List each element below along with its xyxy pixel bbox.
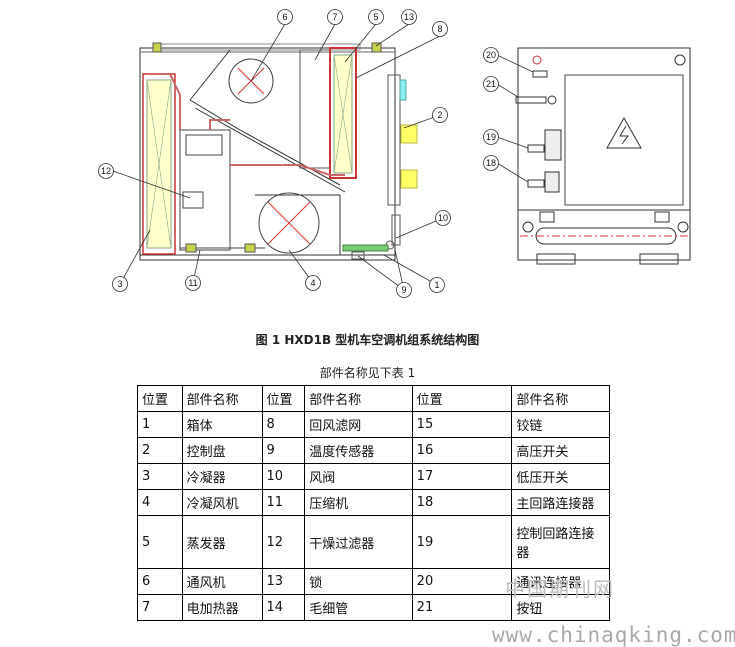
header-name-2: 部件名称 [304, 385, 413, 412]
table-cell: 通风机 [181, 568, 263, 595]
main-unit-side-view [139, 42, 418, 261]
parts-table: 位置 部件名称 位置 部件名称 位置 部件名称 1 箱体 8 回风滤网 15 铰… [137, 385, 610, 621]
callout-19: 19 [486, 132, 496, 142]
callout-4: 4 [310, 278, 315, 288]
table-row: 5 蒸发器 12 干燥过滤器 19 控制回路连接器 [137, 515, 610, 569]
table-cell: 铰链 [511, 411, 610, 438]
watermark-cn: 中国期刊网 [505, 577, 615, 601]
table-cell: 控制盘 [181, 437, 263, 464]
table-cell: 3 [137, 463, 183, 490]
table-cell: 8 [261, 411, 306, 438]
callout-5: 5 [373, 12, 378, 22]
table-cell: 低压开关 [511, 463, 610, 490]
table-cell: 15 [411, 411, 513, 438]
callout-labels-left [98, 9, 451, 298]
table-cell: 风阀 [304, 463, 413, 490]
table-cell: 6 [137, 568, 183, 595]
table-row: 2 控制盘 9 温度传感器 16 高压开关 [137, 437, 610, 464]
header-position-3: 位置 [411, 385, 513, 412]
table-cell: 12 [261, 515, 306, 569]
figure-caption: 图 1 HXD1B 型机车空调机组系统结构图 [255, 333, 480, 347]
table-cell: 电加热器 [181, 594, 263, 621]
table-cell: 通讯连接器 [511, 568, 610, 595]
control-panel [387, 74, 401, 206]
table-cell: 5 [137, 515, 183, 569]
callout-18: 18 [486, 158, 496, 168]
header-position-2: 位置 [261, 385, 306, 412]
callout-6: 6 [282, 12, 287, 22]
header-name-3: 部件名称 [511, 385, 610, 412]
callout-1: 1 [434, 280, 439, 290]
callout-9: 9 [401, 285, 406, 295]
table-cell: 1 [137, 411, 183, 438]
table-cell: 7 [137, 594, 183, 621]
table-cell: 11 [261, 489, 306, 516]
table-cell: 19 [411, 515, 513, 569]
callout-2: 2 [437, 110, 442, 120]
header-position-1: 位置 [137, 385, 183, 412]
table-cell: 冷凝风机 [181, 489, 263, 516]
table-row: 1 箱体 8 回风滤网 15 铰链 [137, 411, 610, 438]
table-cell: 主回路连接器 [511, 489, 610, 516]
ventilation-fan [228, 58, 274, 104]
callout-11: 11 [188, 278, 197, 288]
table-cell: 冷凝器 [181, 463, 263, 490]
table-row: 7 电加热器 14 毛细管 21 按钮 [137, 594, 610, 621]
callout-10: 10 [438, 213, 448, 223]
table-cell: 锁 [304, 568, 413, 595]
table-cell: 压缩机 [304, 489, 413, 516]
compressor [179, 129, 231, 251]
table-cell: 10 [261, 463, 306, 490]
table-cell: 高压开关 [511, 437, 610, 464]
callout-8: 8 [437, 24, 442, 34]
condenser [142, 73, 176, 255]
table-header-row: 位置 部件名称 位置 部件名称 位置 部件名称 [137, 385, 610, 412]
table-cell: 箱体 [181, 411, 263, 438]
callout-13: 13 [404, 12, 414, 22]
control-box-front-view [515, 47, 691, 265]
callout-12: 12 [101, 166, 111, 176]
table-cell: 20 [411, 568, 513, 595]
callout-21: 21 [486, 79, 496, 89]
table-row: 4 冷凝风机 11 压缩机 18 主回路连接器 [137, 489, 610, 516]
table-cell: 9 [261, 437, 306, 464]
table-cell: 干燥过滤器 [304, 515, 413, 569]
table-caption: 部件名称见下表 1 [319, 366, 416, 380]
evaporator [329, 47, 357, 179]
table-cell: 毛细管 [304, 594, 413, 621]
table-cell: 14 [261, 594, 306, 621]
callout-7: 7 [332, 12, 337, 22]
dryer-filter [182, 191, 204, 209]
table-cell: 21 [411, 594, 513, 621]
table-cell: 回风滤网 [304, 411, 413, 438]
table-cell: 16 [411, 437, 513, 464]
table-cell: 13 [261, 568, 306, 595]
callout-20: 20 [486, 50, 496, 60]
table-cell: 4 [137, 489, 183, 516]
table-cell: 按钮 [511, 594, 610, 621]
table-row: 6 通风机 13 锁 20 通讯连接器 [137, 568, 610, 595]
table-row: 3 冷凝器 10 风阀 17 低压开关 [137, 463, 610, 490]
condenser-fan [258, 192, 320, 254]
table-cell: 18 [411, 489, 513, 516]
table-cell: 蒸发器 [181, 515, 263, 569]
table-cell: 控制回路连接器 [511, 515, 610, 569]
table-cell: 2 [137, 437, 183, 464]
table-cell: 17 [411, 463, 513, 490]
table-cell: 温度传感器 [304, 437, 413, 464]
header-name-1: 部件名称 [181, 385, 263, 412]
callout-3: 3 [117, 279, 122, 289]
watermark-url: www.chinaqking.com [492, 623, 735, 647]
structure-diagram: 6 7 5 13 8 2 10 1 9 4 11 3 12 [98, 9, 691, 298]
callout-labels-right [483, 47, 534, 183]
